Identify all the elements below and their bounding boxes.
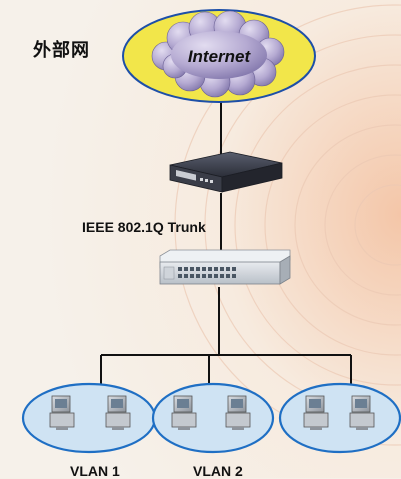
pc-icons xyxy=(49,395,375,430)
vlan3-ellipse xyxy=(278,382,401,454)
vlan2-label: VLAN 2 xyxy=(193,463,243,479)
pc-icon xyxy=(105,395,131,430)
switch-device xyxy=(159,249,291,285)
pc-icon xyxy=(349,395,375,430)
router-device xyxy=(169,151,283,193)
pc-icon xyxy=(171,395,197,430)
pc-icon xyxy=(225,395,251,430)
switch-ports xyxy=(178,267,236,278)
pc-icon xyxy=(49,395,75,430)
internet-label: Internet xyxy=(188,47,252,66)
external-network-label: 外部网 xyxy=(33,40,90,61)
vlan1-label: VLAN 1 xyxy=(70,463,120,479)
cloud-icon xyxy=(151,10,285,98)
internet-cloud-group: Internet xyxy=(122,9,316,103)
pc-icon xyxy=(303,395,329,430)
vlan-groups xyxy=(21,382,401,454)
vlan2-ellipse xyxy=(151,382,275,454)
vlan1-ellipse xyxy=(21,382,157,454)
trunk-label: IEEE 802.1Q Trunk xyxy=(82,219,206,235)
connection-lines xyxy=(100,96,352,388)
